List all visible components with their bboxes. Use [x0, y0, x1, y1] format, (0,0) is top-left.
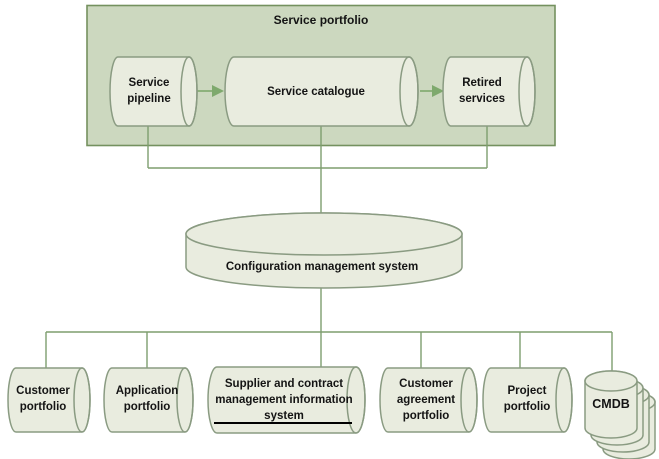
cylinder-top	[584, 370, 638, 392]
retired-services-cylinder	[442, 56, 536, 127]
supplier-contract-underline	[214, 422, 352, 424]
project-portfolio-label: Project portfolio	[503, 385, 551, 413]
cms-label: Configuration management system	[225, 261, 419, 273]
service-portfolio-title: Service portfolio	[87, 12, 555, 28]
customer-portfolio-cylinder	[7, 367, 91, 433]
supplier-contract-label: Supplier and contract management informa…	[215, 378, 353, 422]
arrow-head-icon	[432, 85, 444, 97]
customer-agreement-label: Customer agreement portfolio	[396, 378, 456, 422]
cylinder-rim	[460, 367, 478, 433]
service-catalogue-cylinder	[224, 56, 419, 127]
cylinder-rim	[73, 367, 91, 433]
cmdb-stack	[584, 370, 656, 459]
supplier-contract-cylinder	[207, 366, 366, 434]
cylinder-rim	[180, 56, 198, 127]
cylinder-rim	[176, 367, 194, 433]
service-catalogue-label: Service catalogue	[267, 86, 365, 98]
service-pipeline-label: Service pipeline	[127, 77, 171, 105]
project-portfolio-cylinder	[482, 367, 573, 433]
cylinder-rim	[346, 366, 366, 434]
cylinder-rim	[518, 56, 536, 127]
cylinder-rim	[555, 367, 573, 433]
connector-portfolio-to-cms	[147, 126, 488, 214]
arrow-head-icon	[212, 85, 224, 97]
service-portfolio-title-text: Service portfolio	[273, 13, 369, 27]
cylinder-rim	[399, 56, 419, 127]
arrow-pipeline-to-catalogue	[197, 85, 224, 97]
retired-services-label: Retired services	[458, 77, 506, 105]
customer-portfolio-label: Customer portfolio	[16, 385, 70, 413]
cmdb-cylinder	[584, 370, 638, 439]
cms-cylinder	[185, 212, 463, 289]
arrow-catalogue-to-retired	[420, 85, 444, 97]
service-pipeline-cylinder	[109, 56, 198, 127]
application-portfolio-cylinder	[103, 367, 194, 433]
customer-agreement-cylinder	[379, 367, 478, 433]
connector-cms-to-bottom-row	[45, 288, 613, 373]
cylinder-top	[185, 212, 463, 256]
application-portfolio-label: Application portfolio	[115, 385, 179, 413]
cmdb-label: CMDB	[592, 397, 630, 411]
